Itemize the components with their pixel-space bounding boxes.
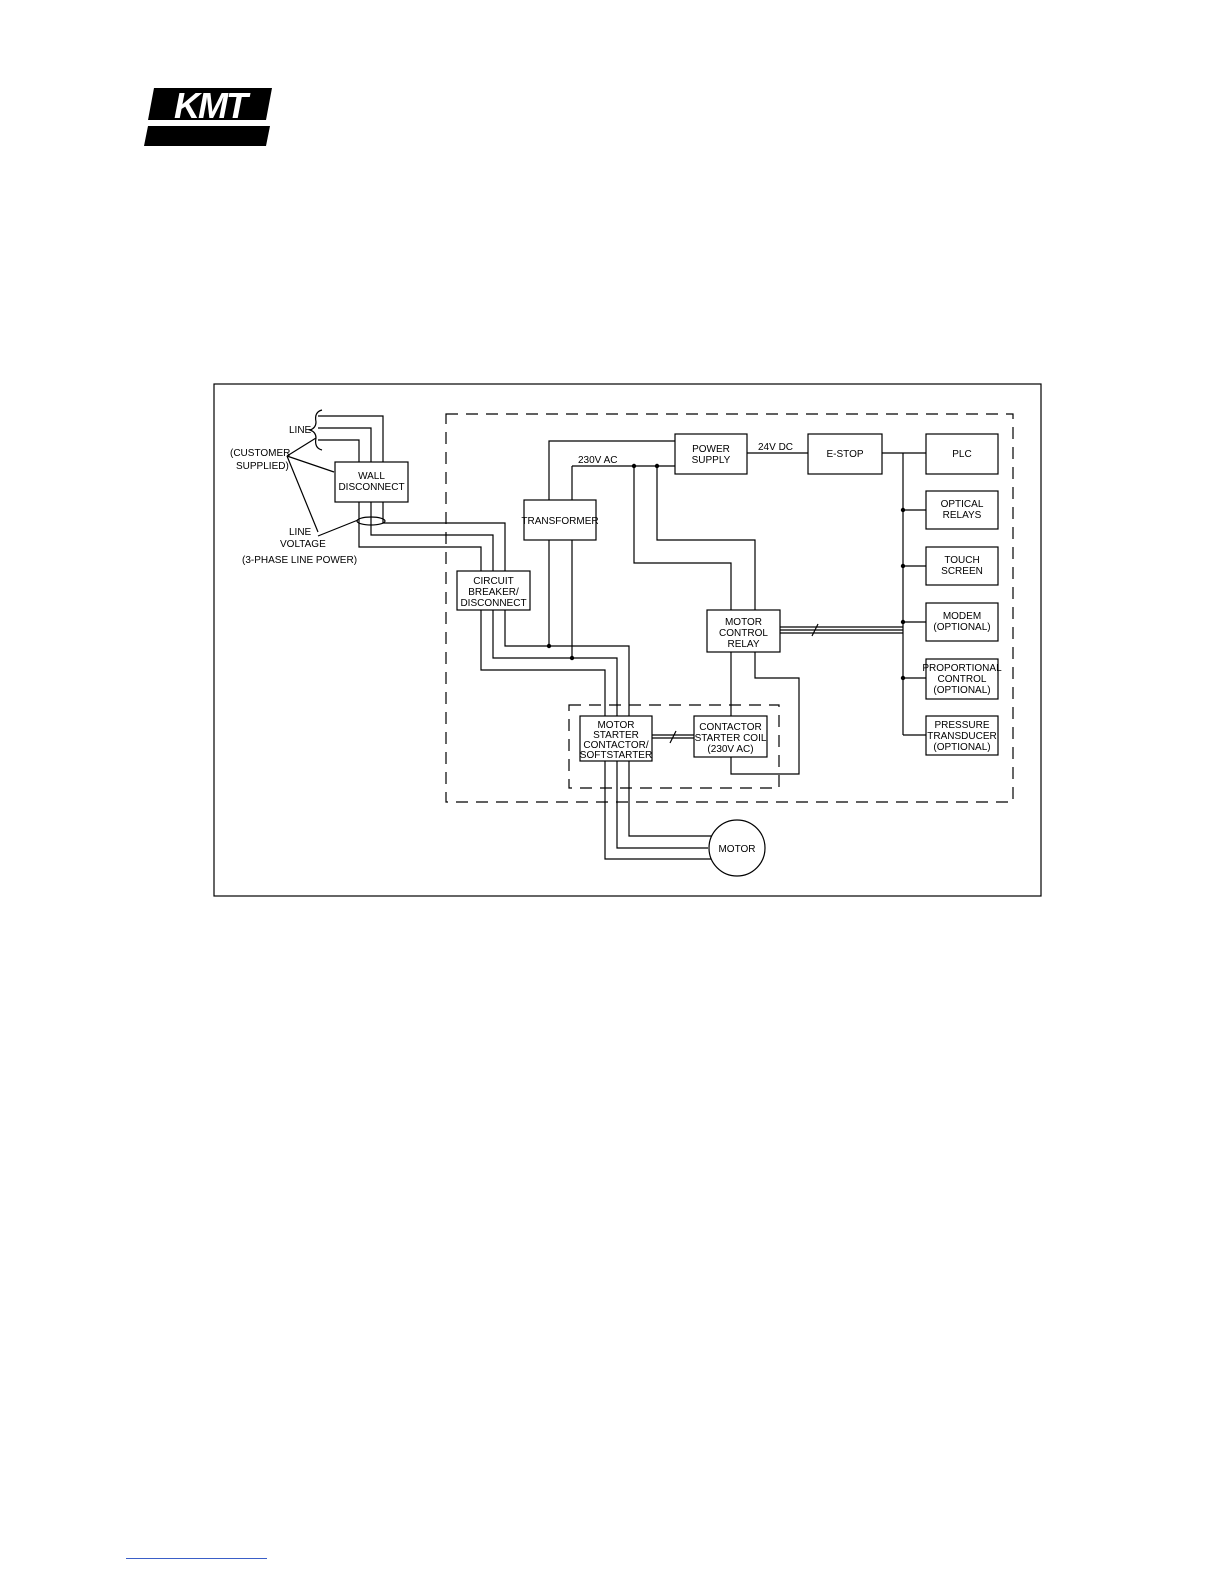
svg-text:POWER: POWER xyxy=(692,444,730,455)
control-enclosure-boundary xyxy=(445,413,1014,803)
svg-text:STARTER COIL: STARTER COIL xyxy=(695,733,767,744)
circuit-breaker-block: CIRCUIT BREAKER/ DISCONNECT xyxy=(456,570,531,611)
diagram-frame xyxy=(213,383,1042,897)
svg-text:OPTICAL: OPTICAL xyxy=(941,499,984,510)
contactor-starter-coil-block: CONTACTOR STARTER COIL (230V AC) xyxy=(693,715,768,758)
line-voltage-label-1: LINE xyxy=(289,527,312,538)
svg-text:CONTACTOR/: CONTACTOR/ xyxy=(583,740,648,751)
svg-text:BREAKER/: BREAKER/ xyxy=(468,587,519,598)
svg-text:(230V AC): (230V AC) xyxy=(707,744,753,755)
motor-block: MOTOR xyxy=(708,819,766,877)
svg-text:CONTACTOR: CONTACTOR xyxy=(699,722,761,733)
logo-lettering: KMT xyxy=(174,85,251,126)
svg-text:(OPTIONAL): (OPTIONAL) xyxy=(933,622,990,633)
svg-text:PLC: PLC xyxy=(952,449,971,460)
svg-text:TOUCH: TOUCH xyxy=(944,555,979,566)
wall-disconnect-block: WALL DISCONNECT xyxy=(334,461,409,503)
svg-text:TRANSDUCER: TRANSDUCER xyxy=(927,731,996,742)
plc-block: PLC xyxy=(925,433,999,475)
svg-text:RELAY: RELAY xyxy=(727,639,759,650)
svg-text:E-STOP: E-STOP xyxy=(826,449,863,460)
svg-text:CONTROL: CONTROL xyxy=(719,628,768,639)
transformer-block: TRANSFORMER xyxy=(521,499,599,541)
three-phase-label: (3-PHASE LINE POWER) xyxy=(242,555,357,566)
customer-supplied-label-1: (CUSTOMER xyxy=(230,448,290,459)
line-label: LINE xyxy=(289,425,312,436)
line-voltage-label-2: VOLTAGE xyxy=(280,539,326,550)
optical-relays-block: OPTICAL RELAYS xyxy=(925,490,999,530)
svg-text:CIRCUIT: CIRCUIT xyxy=(473,576,514,587)
svg-text:MODEM: MODEM xyxy=(943,611,981,622)
svg-text:MOTOR: MOTOR xyxy=(725,617,762,628)
e-stop-block: E-STOP xyxy=(807,433,883,475)
svg-text:WALL: WALL xyxy=(358,471,385,482)
modem-block: MODEM (OPTIONAL) xyxy=(925,602,999,642)
svg-text:RELAYS: RELAYS xyxy=(943,510,982,521)
svg-text:PROPORTIONAL: PROPORTIONAL xyxy=(922,663,1002,674)
footer-rule xyxy=(126,1558,267,1559)
wiring xyxy=(286,409,926,860)
svg-text:MOTOR: MOTOR xyxy=(597,720,634,731)
svg-text:PRESSURE: PRESSURE xyxy=(934,720,989,731)
svg-text:DISCONNECT: DISCONNECT xyxy=(460,598,526,609)
24v-dc-label: 24V DC xyxy=(758,442,793,453)
svg-text:TRANSFORMER: TRANSFORMER xyxy=(521,516,598,527)
svg-text:SOFTSTARTER: SOFTSTARTER xyxy=(580,750,652,761)
svg-text:DISCONNECT: DISCONNECT xyxy=(338,482,404,493)
starter-enclosure-boundary xyxy=(568,704,780,789)
kmt-logo: KMT xyxy=(144,85,272,146)
svg-text:SUPPLY: SUPPLY xyxy=(692,455,731,466)
svg-text:(OPTIONAL): (OPTIONAL) xyxy=(933,685,990,696)
proportional-control-block: PROPORTIONAL CONTROL (OPTIONAL) xyxy=(922,658,1002,700)
motor-control-relay-block: MOTOR CONTROL RELAY xyxy=(706,609,781,653)
svg-text:STARTER: STARTER xyxy=(593,730,639,741)
svg-text:SCREEN: SCREEN xyxy=(941,566,983,577)
customer-supplied-label-2: SUPPLIED) xyxy=(236,461,289,472)
svg-text:MOTOR: MOTOR xyxy=(718,844,755,855)
svg-text:(OPTIONAL): (OPTIONAL) xyxy=(933,742,990,753)
touch-screen-block: TOUCH SCREEN xyxy=(925,546,999,586)
230v-ac-label: 230V AC xyxy=(578,455,617,466)
motor-starter-block: MOTOR STARTER CONTACTOR/ SOFTSTARTER xyxy=(579,715,653,762)
svg-text:CONTROL: CONTROL xyxy=(938,674,987,685)
power-supply-block: POWER SUPPLY xyxy=(674,433,748,475)
pressure-transducer-block: PRESSURE TRANSDUCER (OPTIONAL) xyxy=(925,715,999,756)
